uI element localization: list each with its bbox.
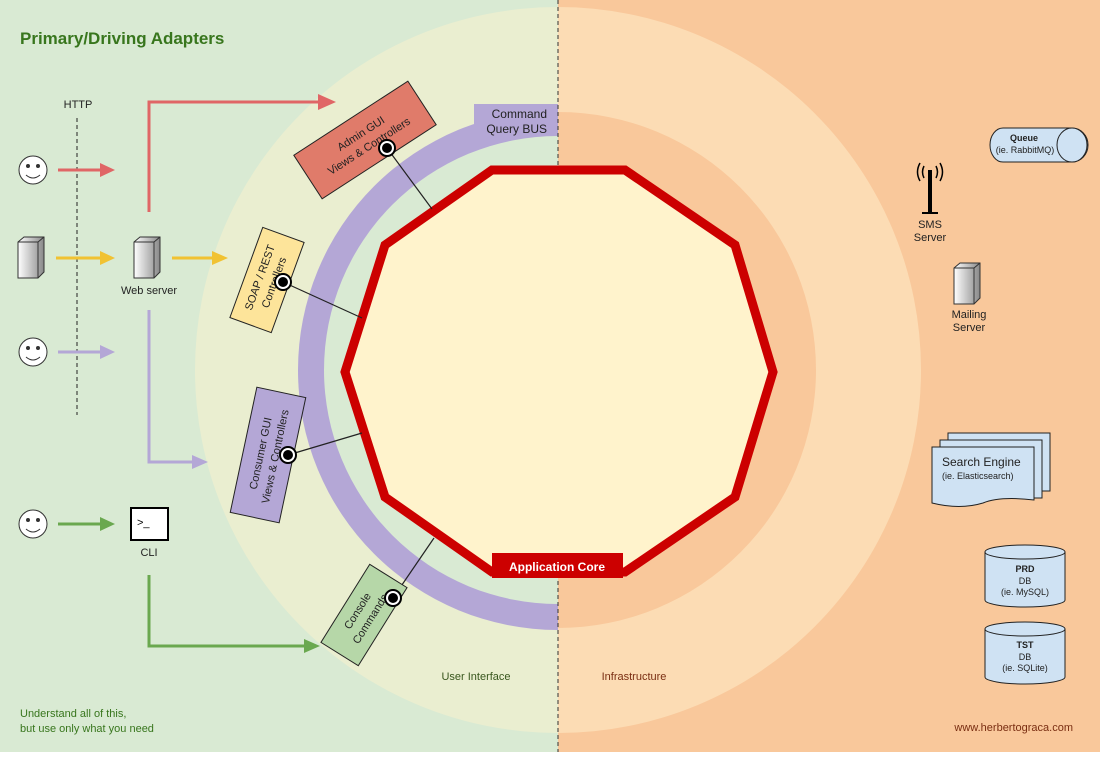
svg-text:Search Engine: Search Engine bbox=[942, 455, 1021, 469]
arrowheads bbox=[100, 94, 336, 653]
port-socket-icons bbox=[274, 139, 402, 607]
antenna-icon bbox=[916, 162, 944, 214]
svg-text:>_: >_ bbox=[137, 517, 150, 529]
svg-text:DB: DB bbox=[1019, 576, 1032, 586]
core-label-box bbox=[492, 553, 623, 578]
svg-text:Queue: Queue bbox=[1010, 133, 1038, 143]
search-engine-icon: Search Engine (ie. Elasticsearch) bbox=[931, 432, 1051, 507]
mailing-server-icon bbox=[953, 262, 981, 305]
web-server-icon bbox=[133, 236, 161, 279]
infrastructure-label: Infrastructure bbox=[602, 671, 667, 683]
svg-text:TST: TST bbox=[1017, 640, 1035, 650]
server-icon bbox=[17, 236, 45, 279]
bus-label-box bbox=[474, 104, 558, 136]
consumer-gui-adapter[interactable]: Consumer GUIViews & Controllers bbox=[229, 386, 307, 524]
prd-database-icon: PRD DB (ie. MySQL) bbox=[984, 544, 1066, 608]
tst-database-icon: TST DB (ie. SQLite) bbox=[984, 621, 1066, 685]
user-smiley-icons bbox=[18, 155, 48, 539]
svg-text:(ie. SQLite): (ie. SQLite) bbox=[1002, 663, 1048, 673]
terminal-icon: >_ bbox=[130, 507, 169, 541]
credit-link[interactable]: www.herbertograca.com bbox=[953, 722, 1073, 734]
web-server-label: Web server bbox=[121, 285, 177, 297]
user-interface-label: User Interface bbox=[441, 671, 510, 683]
footer-note: Understand all of this,but use only what… bbox=[20, 708, 154, 735]
http-label: HTTP bbox=[64, 99, 93, 111]
svg-text:(ie. MySQL): (ie. MySQL) bbox=[1001, 587, 1049, 597]
svg-text:DB: DB bbox=[1019, 652, 1032, 662]
cli-label: CLI bbox=[140, 547, 157, 559]
core-label: Application Core bbox=[509, 560, 605, 574]
queue-icon: Queue (ie. RabbitMQ) bbox=[989, 127, 1089, 163]
svg-text:(ie. Elasticsearch): (ie. Elasticsearch) bbox=[942, 471, 1014, 481]
svg-text:PRD: PRD bbox=[1015, 564, 1035, 574]
admin-gui-adapter[interactable]: Admin GUIViews & Controllers bbox=[293, 80, 437, 200]
application-core bbox=[340, 165, 778, 577]
svg-text:(ie. RabbitMQ): (ie. RabbitMQ) bbox=[996, 145, 1055, 155]
page-title: Primary/Driving Adapters bbox=[20, 29, 224, 48]
